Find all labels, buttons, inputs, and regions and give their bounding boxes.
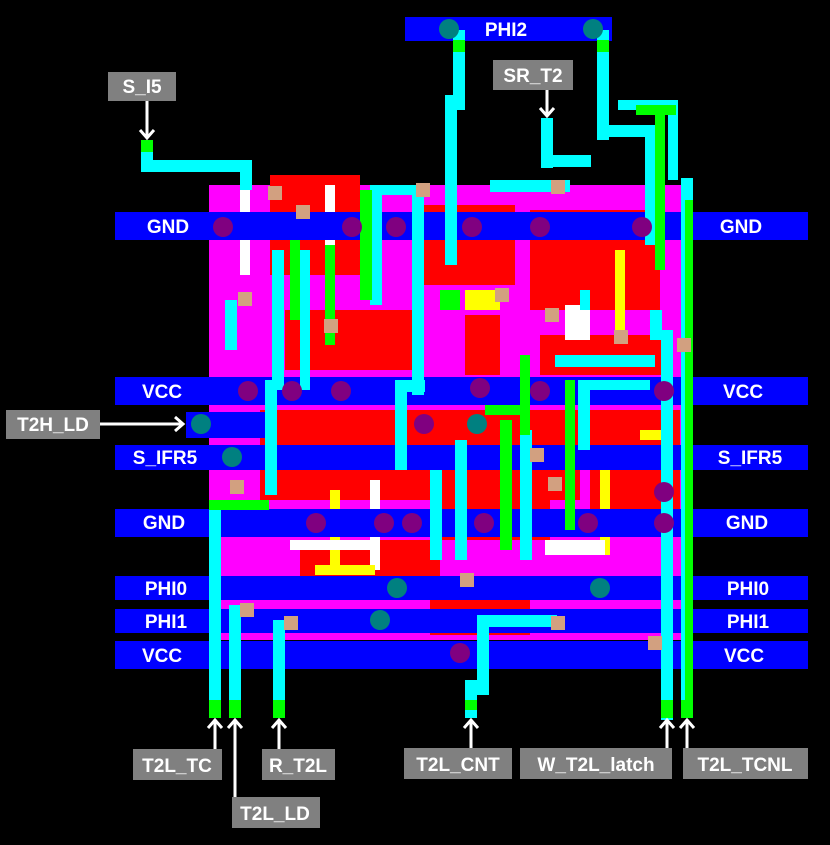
pin-arrows [100, 90, 696, 797]
rail-label-phi2: PHI2 [485, 20, 527, 41]
contacts [191, 19, 691, 663]
pin-label-s-i5: S_I5 [122, 77, 162, 98]
rail-label-gnd-mid-right: GND [726, 513, 768, 534]
rail-label-gnd-top-right: GND [720, 217, 762, 238]
pin-label-t2l-tcnl: T2L_TCNL [698, 755, 793, 776]
rail-vcc-top [115, 377, 808, 405]
pin-label-t2h-ld: T2H_LD [17, 415, 89, 436]
pin-label-r-t2l: R_T2L [269, 756, 327, 777]
rail-label-vcc-bottom-right: VCC [724, 646, 764, 667]
rail-label-vcc-bottom-left: VCC [142, 646, 182, 667]
rail-label-phi1-left: PHI1 [145, 612, 188, 633]
pin-label-w-t2l-latch: W_T2L_latch [537, 755, 654, 776]
rail-label-gnd-mid-left: GND [143, 513, 185, 534]
rail-label-phi0-right: PHI0 [727, 579, 769, 600]
rail-label-gnd-top-left: GND [147, 217, 189, 238]
rail-label-phi0-left: PHI0 [145, 579, 187, 600]
via-routes [141, 40, 693, 718]
rail-label-vcc-top-left: VCC [142, 382, 182, 403]
rail-label-s-ifr5-left: S_IFR5 [133, 448, 198, 469]
pin-label-t2l-cnt: T2L_CNT [416, 755, 500, 776]
pin-label-boxes [6, 60, 808, 828]
pin-label-t2l-tc: T2L_TC [142, 756, 212, 777]
rail-label-phi1-right: PHI1 [727, 612, 770, 633]
pin-label-sr-t2: SR_T2 [503, 66, 562, 87]
pin-label-t2l-ld: T2L_LD [240, 804, 310, 825]
rail-label-vcc-top-right: VCC [723, 382, 763, 403]
rail-label-s-ifr5-right: S_IFR5 [718, 448, 783, 469]
